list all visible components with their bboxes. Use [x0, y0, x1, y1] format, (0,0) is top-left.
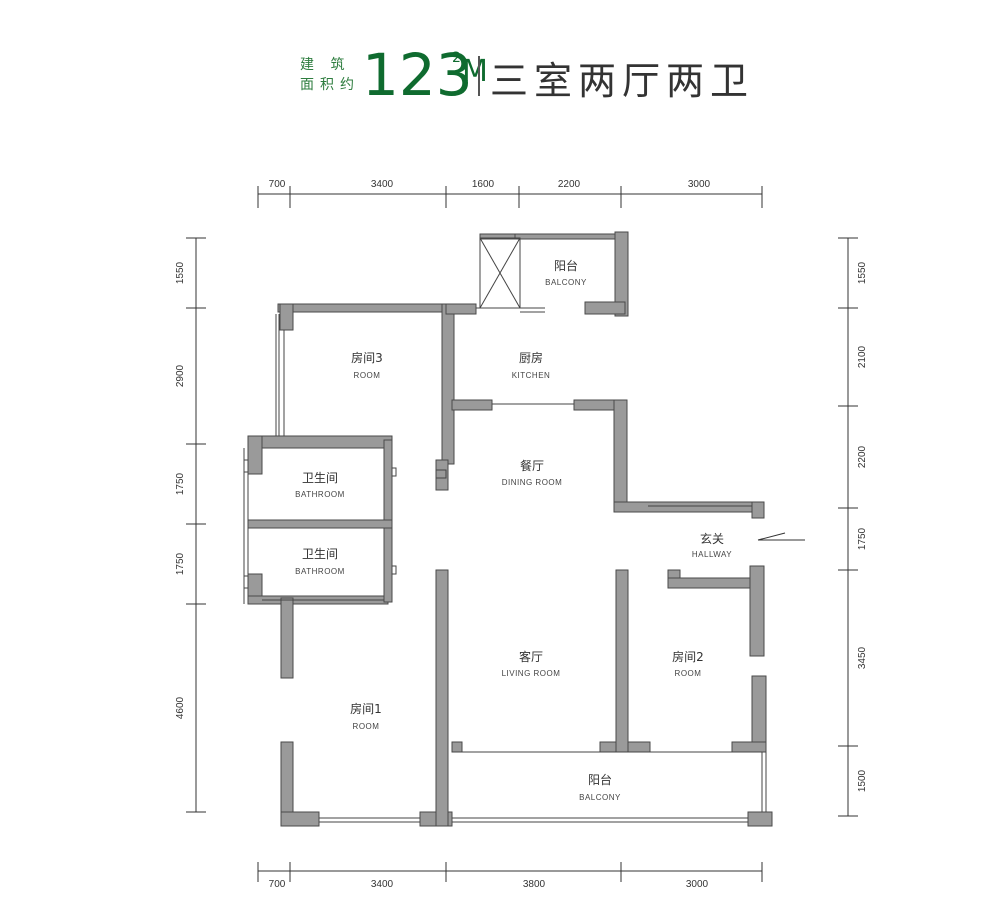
living-room-label: 客厅 — [519, 649, 543, 664]
hallway-label-en: HALLWAY — [692, 550, 732, 559]
area-unit: M — [462, 54, 488, 89]
dim-right-5: 3450 — [857, 646, 868, 669]
walls — [247, 231, 773, 827]
dim-right-2: 2100 — [857, 345, 868, 368]
room1-label: 房间1 — [350, 701, 382, 716]
dim-right-6: 1500 — [857, 769, 868, 792]
dim-left-5: 4600 — [175, 696, 186, 719]
dim-left-4: 1750 — [175, 552, 186, 575]
dim-left-2: 2900 — [175, 364, 186, 387]
header-separator — [478, 56, 480, 96]
hallway-label: 玄关 — [700, 531, 724, 546]
room-labels: 阳台 BALCONY 房间3 ROOM 厨房 KITCHEN 餐厅 DINING… — [295, 258, 732, 802]
balcony-bottom-label: 阳台 — [588, 772, 612, 787]
dim-bottom-1: 700 — [269, 879, 286, 890]
dim-bottom-2: 3400 — [371, 879, 394, 890]
plan-header: 建 筑 面积约 123 M 2 三室两厅两卫 — [0, 40, 997, 110]
area-label-line2: 面积约 — [300, 77, 360, 93]
area-label-line1: 建 筑 — [300, 57, 351, 73]
balcony-top-label-en: BALCONY — [545, 278, 587, 287]
dim-bottom-3: 3800 — [523, 879, 546, 890]
dim-top-3: 1600 — [472, 179, 495, 190]
dimension-labels: 700 3400 1600 2200 3000 700 3400 3800 30… — [175, 179, 868, 890]
dim-bottom-4: 3000 — [686, 879, 709, 890]
dining-label: 餐厅 — [520, 458, 544, 473]
balcony-bottom-label-en: BALCONY — [579, 793, 621, 802]
living-room-label-en: LIVING ROOM — [502, 669, 561, 678]
bathroom1-label: 卫生间 — [302, 471, 338, 485]
entry-arrow-icon — [757, 532, 805, 541]
room1-label-en: ROOM — [353, 722, 380, 731]
kitchen-label-en: KITCHEN — [512, 371, 551, 380]
layout-type: 三室两厅两卫 — [490, 59, 755, 103]
balcony-top-label: 阳台 — [554, 258, 578, 273]
dimension-lines — [186, 186, 858, 882]
room3-label-en: ROOM — [354, 371, 381, 380]
thin-outlines — [243, 237, 767, 823]
area-value: 123 — [362, 41, 473, 109]
room2-label: 房间2 — [672, 649, 704, 664]
area-unit-superscript: 2 — [452, 50, 461, 66]
room2-label-en: ROOM — [675, 669, 702, 678]
bathroom1-label-en: BATHROOM — [295, 490, 345, 499]
dim-top-1: 700 — [269, 179, 286, 190]
dim-right-1: 1550 — [857, 261, 868, 284]
dining-label-en: DINING ROOM — [502, 478, 563, 487]
dim-top-2: 3400 — [371, 179, 394, 190]
dim-right-4: 1750 — [857, 527, 868, 550]
bathroom2-label: 卫生间 — [302, 547, 338, 561]
dim-top-5: 3000 — [688, 179, 711, 190]
dim-top-4: 2200 — [558, 179, 581, 190]
dim-left-1: 1550 — [175, 261, 186, 284]
room3-label: 房间3 — [351, 350, 383, 365]
bathroom2-label-en: BATHROOM — [295, 567, 345, 576]
kitchen-label: 厨房 — [519, 350, 543, 365]
dim-left-3: 1750 — [175, 472, 186, 495]
dim-right-3: 2200 — [857, 445, 868, 468]
